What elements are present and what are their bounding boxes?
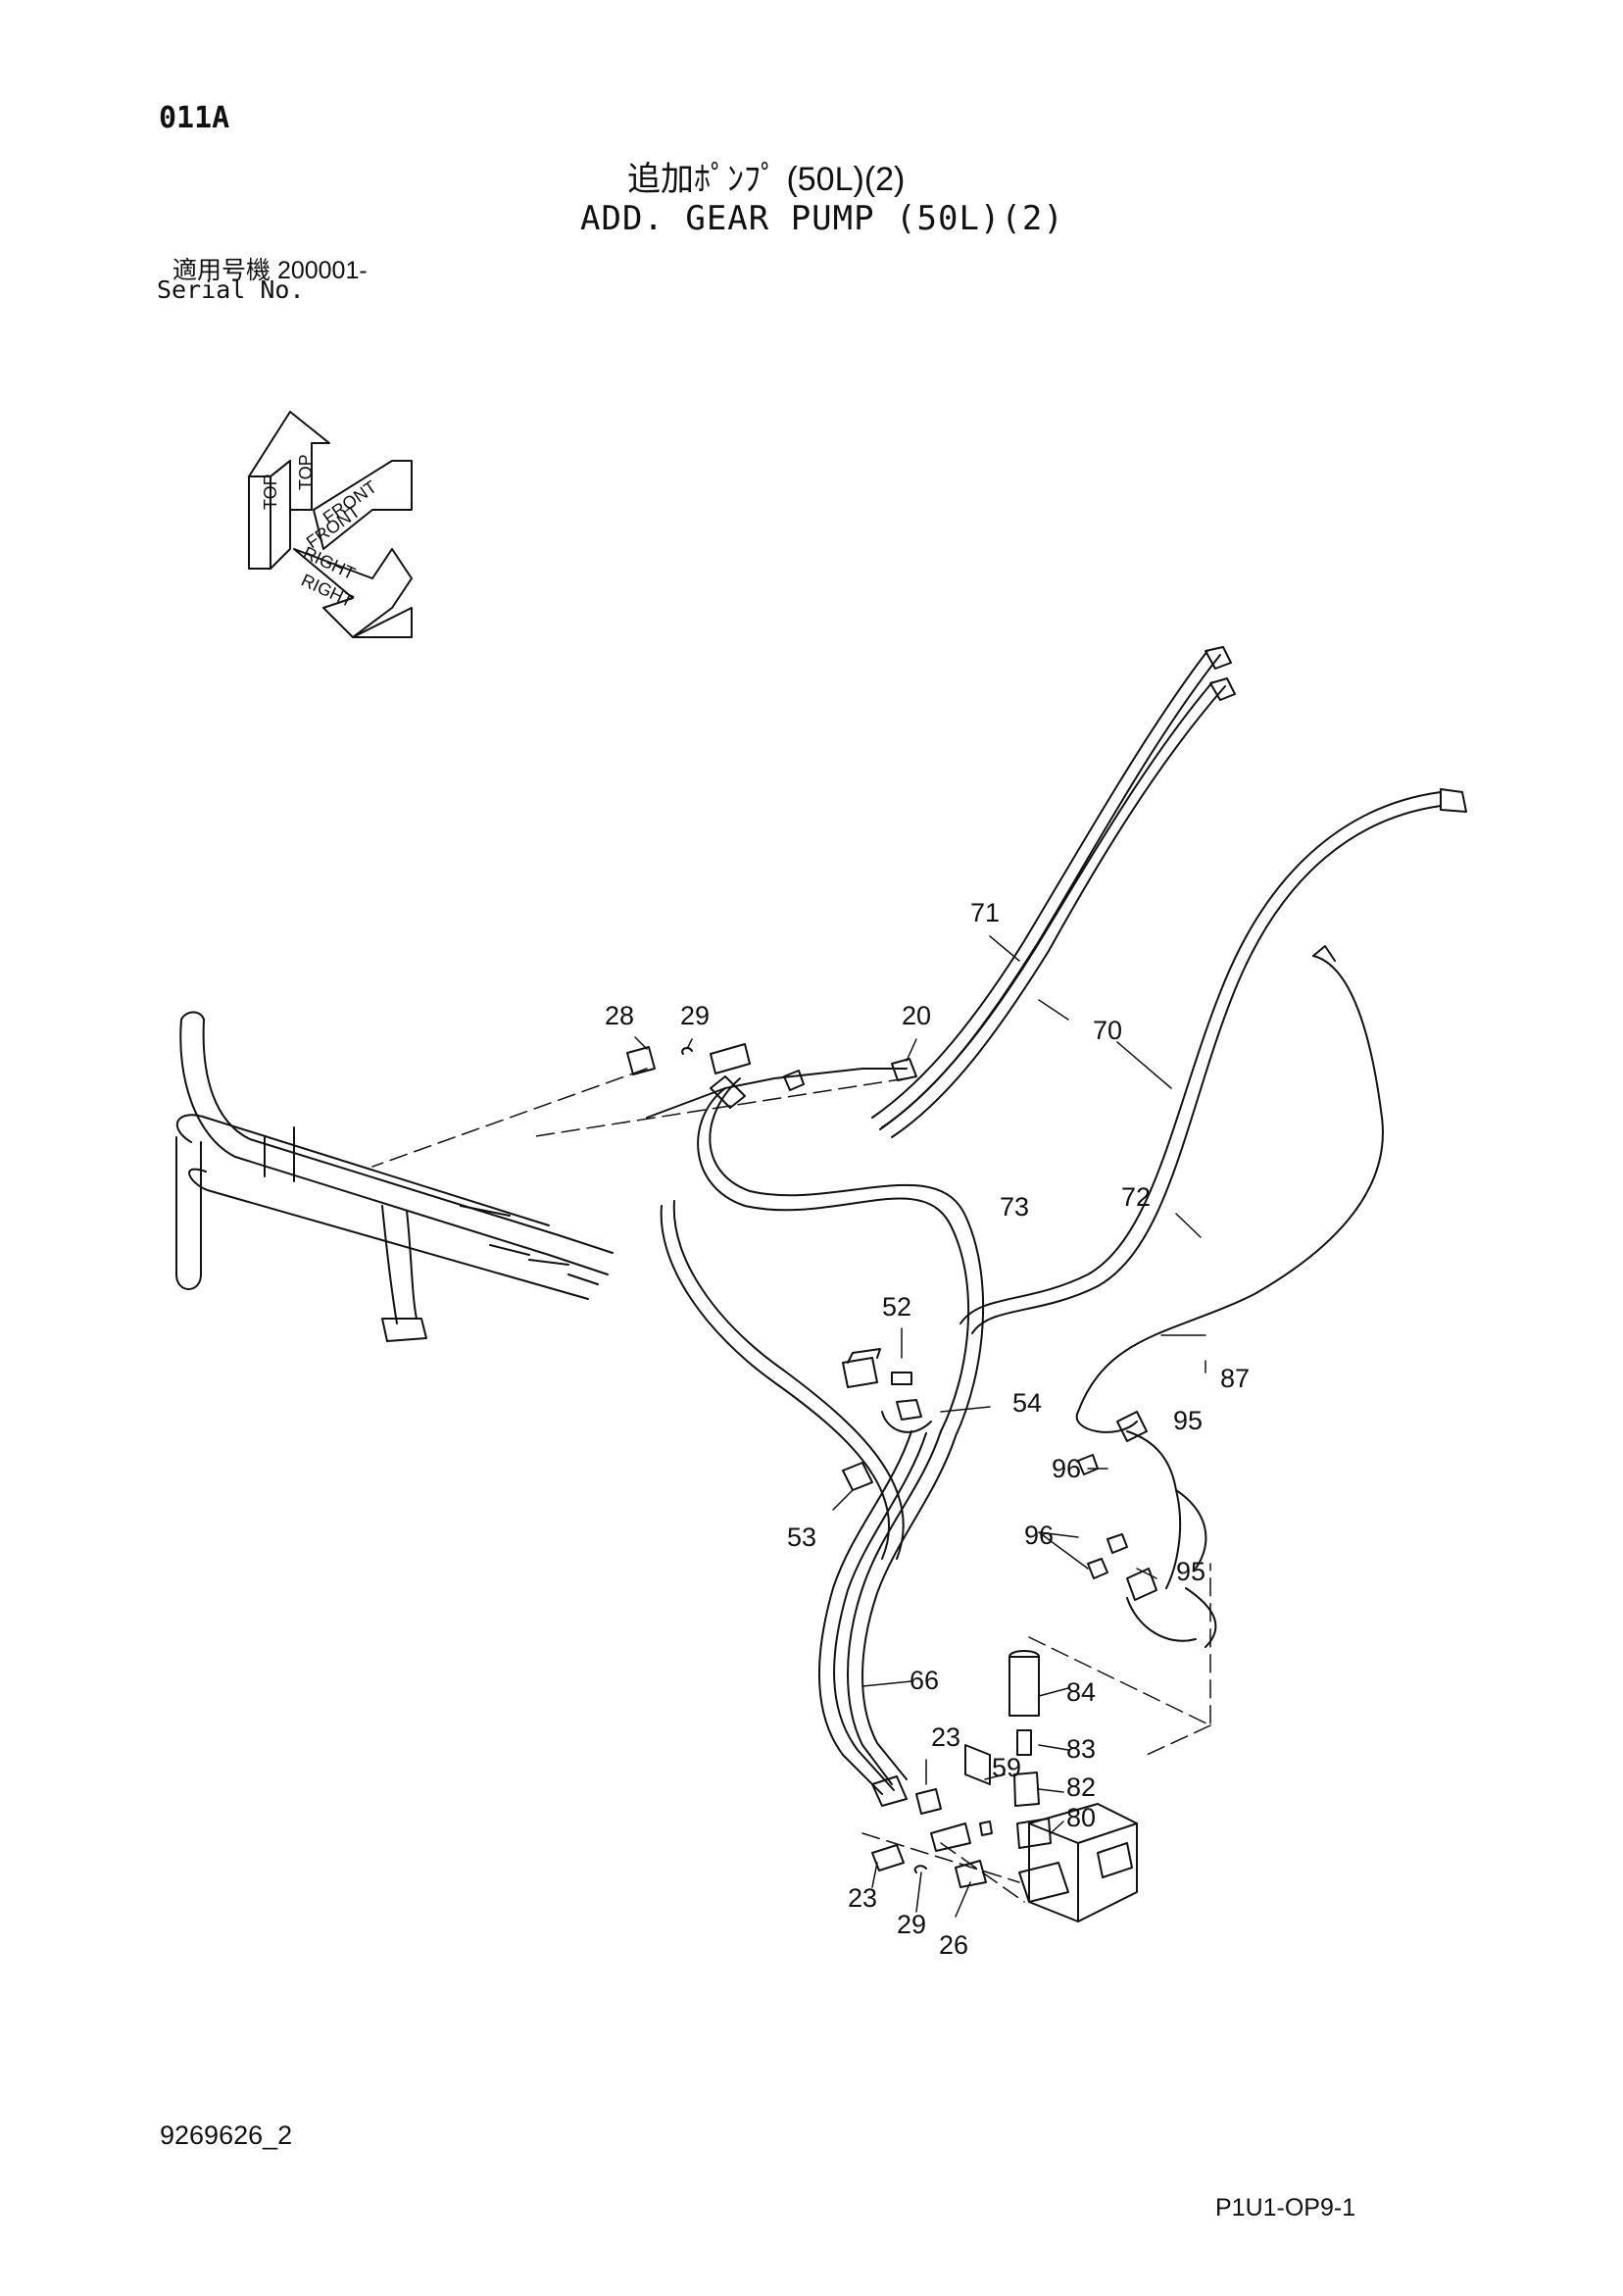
manifold-pipe-assembly [175,1011,614,1342]
callout-66: 66 [910,1666,939,1695]
callout-59: 59 [992,1753,1021,1782]
callout-96-upper: 96 [1052,1454,1081,1483]
document-id: 9269626_2 [160,2121,293,2150]
callout-29-top: 29 [680,1001,710,1030]
page-code: 011A [159,101,230,135]
callout-72: 72 [1121,1182,1151,1212]
callout-83: 83 [1066,1734,1096,1764]
valve-block [1018,1803,1138,1922]
hose-87 [1075,945,1384,1648]
leader-lines [634,935,1206,1918]
callout-95-upper: 95 [1173,1406,1203,1435]
callout-71: 71 [970,898,1000,927]
title-japanese: 追加ﾎﾟﾝﾌﾟ (50L)(2) [627,161,906,198]
hose-66 [660,1200,957,1795]
callout-52: 52 [882,1292,911,1322]
callout-54: 54 [1012,1388,1042,1418]
clamps-95-96 [1077,1411,1157,1601]
serial-label-japanese: 適用号機 200001- [172,257,368,284]
page-reference: P1U1-OP9-1 [1215,2194,1356,2221]
callout-29-bottom: 29 [897,1910,926,1939]
callout-23-bottom: 23 [848,1883,877,1913]
fittings-80-84 [1008,1650,1052,1849]
callout-95-lower: 95 [1176,1557,1205,1586]
callout-80: 80 [1066,1803,1096,1832]
orientation-top-label-2: TOP [261,474,280,510]
callout-26: 26 [939,1930,968,1960]
callout-73: 73 [1000,1192,1029,1222]
orientation-top-label: TOP [296,454,316,490]
callout-28: 28 [605,1001,634,1030]
callout-23-top: 23 [931,1722,960,1752]
callout-53: 53 [787,1522,816,1552]
title-english: ADD. GEAR PUMP (50L)(2) [580,199,1064,238]
callout-20: 20 [902,1001,931,1030]
callout-87: 87 [1220,1364,1250,1393]
orientation-indicator [248,411,413,638]
alignment-lines [371,1068,1211,1903]
callout-96-lower: 96 [1024,1521,1054,1550]
hose-73 [646,1068,985,1437]
fittings-28-29-20 [626,1043,917,1081]
hose-72 [959,788,1467,1334]
callout-82: 82 [1066,1772,1096,1802]
callout-70: 70 [1093,1016,1122,1045]
bracket-52-54 [842,1348,932,1433]
serial-label-english: Serial No. [157,275,305,304]
callout-84: 84 [1066,1677,1096,1707]
hoses-70-71 [871,646,1236,1138]
